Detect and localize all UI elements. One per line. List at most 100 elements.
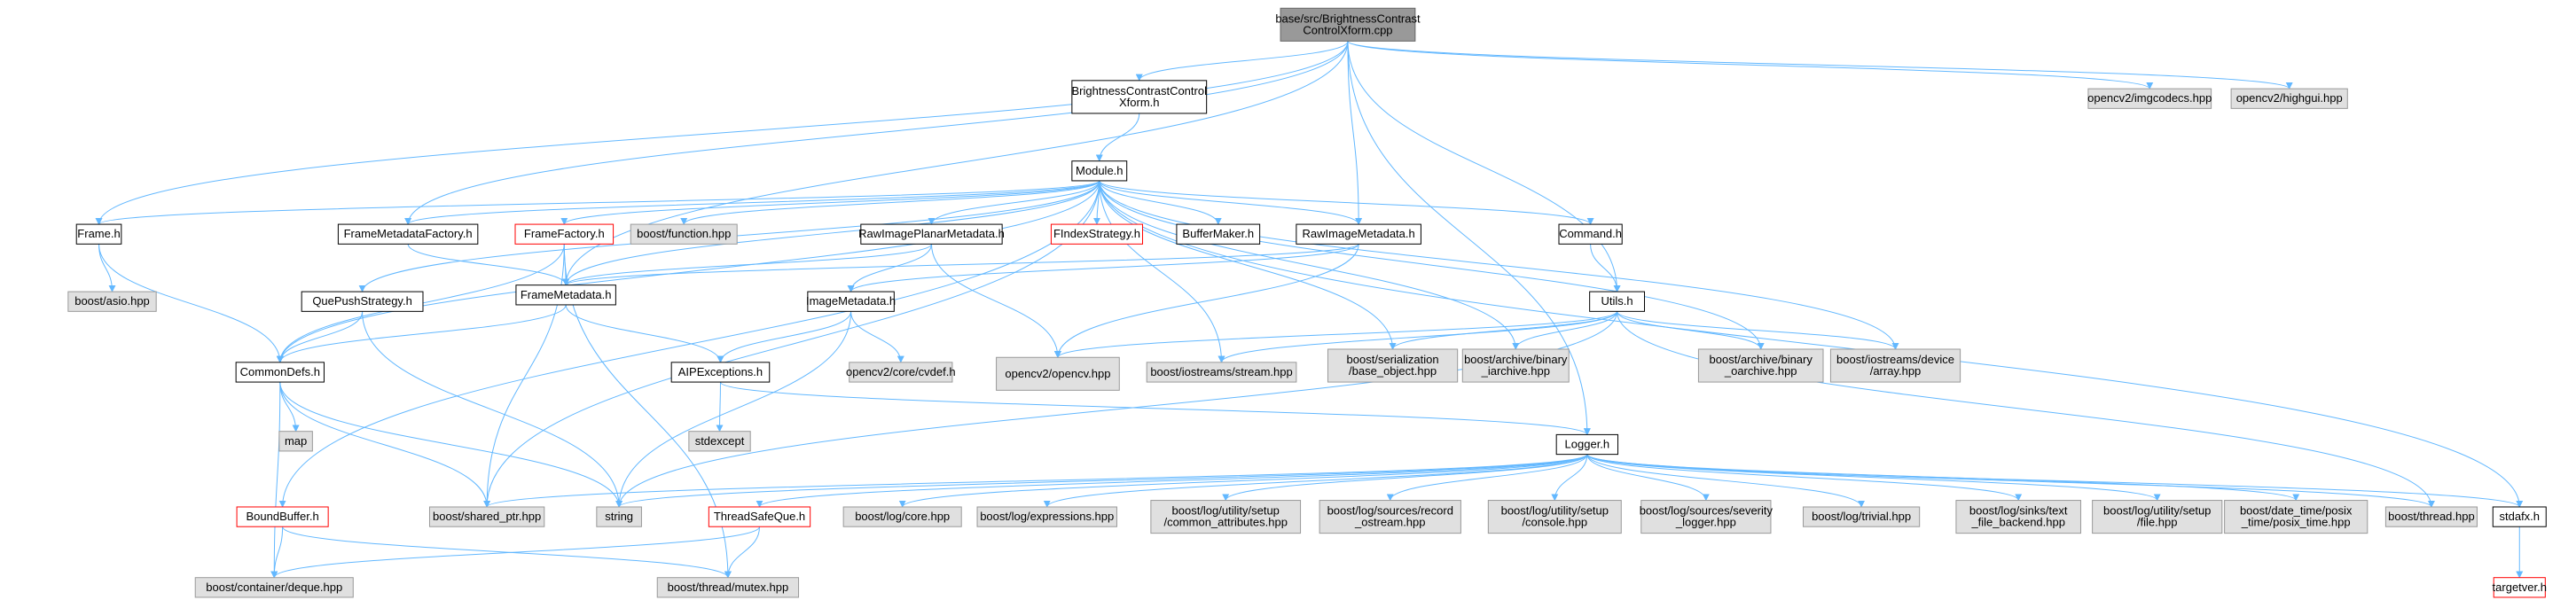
node-logrecord[interactable]: boost/log/sources/record_ostream.hpp [1319,500,1461,534]
node-posixtime[interactable]: boost/date_time/posix_time/posix_time.hp… [2224,500,2369,534]
edge-frame-to-boostasio [98,244,116,292]
node-label: Logger.h [1565,438,1610,451]
node-box [278,431,313,452]
node-stdexcept[interactable]: stdexcept [688,431,751,452]
node-logsinks[interactable]: boost/log/sinks/text_file_backend.hpp [1955,500,2081,534]
node-box [1050,223,1144,245]
node-box [842,506,962,527]
node-aipexc[interactable]: AIPExceptions.h [670,362,771,383]
node-stdafx[interactable]: stdafx.h [2492,506,2547,527]
node-box [1280,7,1416,42]
node-label: BoundBuffer.h [247,510,319,523]
node-logcommon[interactable]: boost/log/utility/setup/common_attribute… [1150,500,1302,534]
node-box [849,362,953,383]
edge-module-to-binoar [1099,180,1765,350]
node-box [2493,577,2546,598]
node-logfile[interactable]: boost/log/utility/setup/file.hpp [2092,500,2223,534]
node-label: opencv2/imgcodecs.hpp [2087,91,2212,105]
node-box [301,291,424,312]
node-boostasio[interactable]: boost/asio.hpp [67,291,157,312]
node-label: _iarchive.hpp [1481,364,1550,378]
node-serial[interactable]: boost/serialization/base_object.hpp [1327,348,1459,383]
node-framemeta[interactable]: FrameMetadata.h [515,285,616,306]
node-threadsafe[interactable]: ThreadSafeQue.h [708,506,811,527]
edge-rawplanar-to-framemeta [562,243,932,286]
node-commondefs[interactable]: CommonDefs.h [235,362,325,383]
node-sharedptr[interactable]: boost/shared_ptr.hpp [428,506,545,527]
node-label: boost/date_time/posix [2240,504,2353,518]
node-quepush[interactable]: QuePushStrategy.h [301,291,424,312]
node-findex[interactable]: FIndexStrategy.h [1050,223,1144,245]
edge-root-to-bcx [1135,41,1349,82]
node-label: boost/log/utility/setup [2103,504,2211,518]
edge-fmdfactory-to-framemeta [407,244,570,286]
node-opencv[interactable]: opencv2/opencv.hpp [996,356,1120,391]
edge-logger-to-boostthread [1586,454,2435,508]
node-cvdef[interactable]: opencv2/core/cvdef.h [846,362,956,383]
node-boundbuffer[interactable]: BoundBuffer.h [236,506,329,527]
node-boostthread[interactable]: boost/thread.hpp [2384,506,2478,527]
node-deque[interactable]: boost/container/deque.hpp [194,577,354,598]
edge-commondefs-to-sharedptr [279,382,491,508]
edge-boundbuffer-to-mutex [282,526,732,579]
node-logconsole[interactable]: boost/log/utility/setup/console.hpp [1487,500,1622,534]
node-box [1319,500,1461,534]
node-biniar[interactable]: boost/archive/binary_iarchive.hpp [1461,348,1570,383]
node-logtrivial[interactable]: boost/log/trivial.hpp [1803,506,1921,527]
node-box [1461,348,1570,383]
node-imagemeta[interactable]: ImageMetadata.h [806,291,896,312]
node-fmdfactory[interactable]: FrameMetadataFactory.h [337,223,479,245]
node-label: boost/archive/binary [1710,353,1813,366]
edge-logger-to-logsinks [1586,454,2023,502]
node-module[interactable]: Module.h [1071,160,1128,182]
node-box [807,291,895,312]
edge-logger-to-logrecord [1386,454,1588,502]
node-rawmeta[interactable]: RawImageMetadata.h [1296,223,1421,245]
node-buffermaker[interactable]: BufferMaker.h [1176,223,1261,245]
node-box [337,223,479,245]
node-label: boost/iostreams/stream.hpp [1150,365,1292,378]
edge-logger-to-logseverity [1586,454,1710,502]
edge-logger-to-logconsole [1551,454,1588,502]
node-targetver[interactable]: targetver.h [2493,577,2547,598]
node-binoar[interactable]: boost/archive/binary_oarchive.hpp [1697,348,1824,383]
node-command[interactable]: Command.h [1558,223,1623,245]
edge-command-to-utils [1590,244,1621,292]
edge-module-to-commondefs [276,180,1100,363]
node-label: boost/serialization [1347,353,1439,366]
node-root[interactable]: base/src/BrightnessContrastControlXform.… [1275,7,1421,42]
edge-module-to-frame [95,180,1100,225]
node-label: AIPExceptions.h [678,365,763,378]
edge-logger-to-logexpr [1043,454,1588,508]
edge-logger-to-threadsafe [756,454,1588,508]
node-box [235,362,325,383]
node-rawplanar[interactable]: RawImagePlanarMetadata.h [858,223,1005,245]
node-logexpr[interactable]: boost/log/expressions.hpp [976,506,1117,527]
node-iostream[interactable]: boost/iostreams/stream.hpp [1146,362,1297,383]
node-map[interactable]: map [278,431,313,452]
node-imgcodecs[interactable]: opencv2/imgcodecs.hpp [2087,88,2212,109]
node-utils[interactable]: Utils.h [1589,291,1646,312]
edge-module-to-biniar [1099,180,1520,350]
node-iodevice[interactable]: boost/iostreams/device/array.hpp [1829,348,1961,383]
node-label: Command.h [1559,227,1622,240]
edge-threadsafe-to-deque [270,526,761,579]
node-label: boost/log/sources/record [1327,504,1453,518]
edge-module-to-rawplanar [928,180,1100,225]
node-mutex[interactable]: boost/thread/mutex.hpp [656,577,800,598]
node-box [514,223,615,245]
node-highgui[interactable]: opencv2/highgui.hpp [2230,88,2348,109]
node-box [1640,500,1772,534]
node-boostfunction[interactable]: boost/function.hpp [630,223,738,245]
edge-imagemeta-to-string [615,311,852,508]
node-string[interactable]: string [596,506,642,527]
node-framefactory[interactable]: FrameFactory.h [514,223,615,245]
node-frame[interactable]: Frame.h [75,223,122,245]
edge-root-to-highgui [1347,40,2293,90]
node-logseverity[interactable]: boost/log/sources/severity_logger.hpp [1640,500,1773,534]
node-logcore[interactable]: boost/log/core.hpp [842,506,962,527]
node-box [1296,223,1421,245]
node-logger[interactable]: Logger.h [1555,433,1619,456]
